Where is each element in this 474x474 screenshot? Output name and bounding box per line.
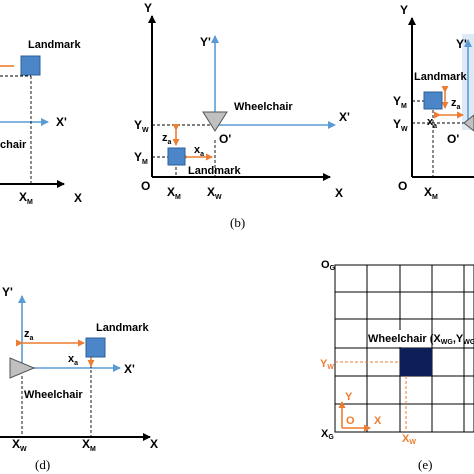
wheelchair-label-backdrop — [368, 330, 431, 347]
panel-b-wheelchair-marker — [202, 111, 228, 132]
panel-b-xw-label: XW — [207, 185, 222, 201]
panel-c-landmark-label: Landmark — [414, 71, 467, 83]
panel-d-y-prime-label: Y' — [2, 285, 13, 299]
panel-a-landmark-label: Landmark — [28, 39, 81, 51]
panel-d-xm-label: XM — [82, 437, 96, 453]
panel-a-landmark-marker — [20, 55, 41, 76]
panel-e-wheelchair-label: Wheelchair (XWG,YWG) — [368, 333, 474, 346]
panel-d-landmark-label: Landmark — [96, 322, 149, 334]
panel-c-xa-label: xa — [427, 116, 437, 130]
panel-c-wheelchair-marker — [463, 114, 474, 132]
panel-c-landmark-marker — [423, 91, 443, 110]
panel-e-caption: (e) — [418, 457, 432, 472]
panel-e-xg-label: XG — [321, 428, 334, 441]
panel-e-xw-label: XW — [402, 433, 416, 446]
panel-b-x-prime-label: X' — [339, 110, 350, 124]
panel-b-landmark-label: Landmark — [188, 165, 241, 177]
panel-b-y-prime-label: Y' — [200, 35, 211, 49]
panel-a-x-axis-label: X — [74, 191, 82, 205]
panel-a-xm-label: XM — [19, 190, 33, 206]
panel-d-wheelchair-label: Wheelchair — [24, 389, 83, 401]
panel-b-ym-label: YM — [134, 150, 148, 166]
panel-b-xm-label: XM — [167, 185, 181, 201]
panel-b-x-axis-label: X — [335, 186, 343, 200]
panel-e-yw-label: YW — [320, 358, 334, 371]
panel-a: X X' Landmark chair XM — [0, 39, 82, 206]
panel-d-caption: (d) — [35, 457, 50, 472]
panel-c-za-label: za — [451, 97, 461, 111]
panel-a-x-prime-label: X' — [56, 115, 67, 129]
panel-c-o-prime-label: O' — [447, 132, 459, 146]
panel-c-xm-label: XM — [424, 185, 438, 201]
panel-d-xw-label: XW — [12, 437, 27, 453]
panel-b-origin-label: O — [141, 179, 150, 193]
panel-d-x-axis-label: X — [150, 437, 158, 451]
local-y-label: Y — [345, 391, 353, 403]
panel-d-landmark-marker — [85, 337, 106, 358]
panel-d-xa-label: xa — [68, 353, 78, 367]
panel-d-wheelchair-marker — [9, 357, 36, 379]
panel-c-ym-label: YM — [393, 94, 407, 110]
panel-b-za-label: za — [162, 132, 172, 146]
panel-b-caption: (b) — [230, 215, 245, 230]
panel-c-y-prime-label: Y' — [456, 37, 467, 51]
panel-d-x-prime-label: X' — [124, 362, 135, 376]
panel-d: X Y' X' Landmark Wheelchair za xa XW XM … — [0, 285, 158, 472]
panel-e-og-label: OG — [321, 259, 336, 272]
panel-b-yw-label: YW — [134, 118, 149, 134]
panel-b: Y X O Y' X' Wheelchair Landmark O' YW YM… — [134, 1, 350, 230]
panel-c: Y O Y' Landmark O' YM YW XM xa za — [393, 3, 474, 201]
local-x-label: X — [374, 415, 382, 427]
local-o-label: O — [346, 415, 355, 427]
panel-b-landmark-marker — [167, 147, 186, 166]
panel-c-yw-label: YW — [393, 117, 408, 133]
panel-d-za-label: za — [24, 328, 34, 342]
panel-b-y-axis-label: Y — [144, 1, 152, 15]
panel-a-wheelchair-label: chair — [0, 139, 27, 151]
panel-b-wheelchair-label: Wheelchair — [234, 101, 293, 113]
panel-c-y-axis-label: Y — [400, 3, 408, 17]
panel-b-o-prime-label: O' — [219, 132, 231, 146]
panel-b-xa-label: xa — [194, 144, 204, 158]
panel-c-origin-label: O — [398, 179, 407, 193]
panel-e: Wheelchair (XWG,YWG) Y X O YW XW OG XG (… — [320, 259, 474, 472]
wheelchair-grid-cell — [400, 348, 432, 376]
